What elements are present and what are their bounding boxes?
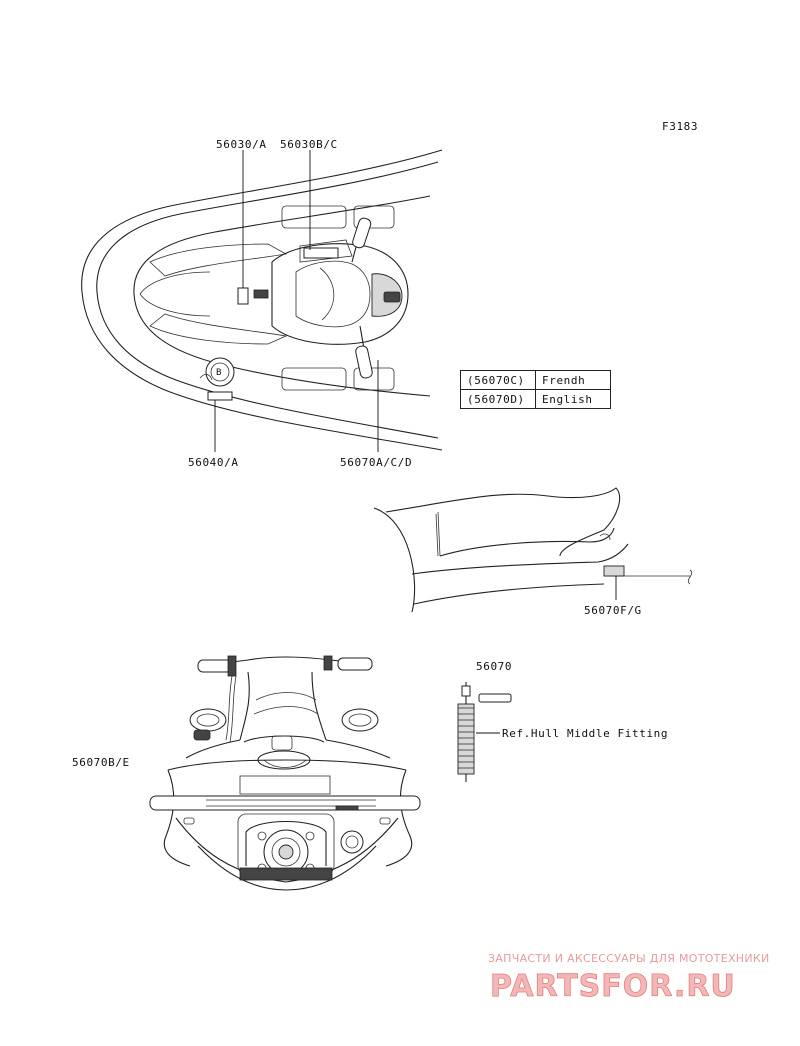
table-cell-language: Frendh — [535, 370, 611, 390]
decal-56030b — [253, 289, 269, 299]
watermark: ЗАПЧАСТИ И АКСЕССУАРЫ ДЛЯ МОТОТЕХНИКИ PA… — [488, 952, 770, 1004]
watermark-brand: PARTSFOR.RU — [490, 969, 736, 1004]
table-cell-language: English — [535, 389, 611, 409]
callout-56070be: 56070B/E — [72, 756, 130, 769]
decal-56070fg — [603, 565, 625, 577]
callout-56040a: 56040/A — [188, 456, 239, 469]
figure-code: F3183 — [662, 120, 698, 133]
language-table: (56070C) Frendh (56070D) English — [460, 370, 611, 409]
callout-56070fg: 56070F/G — [584, 604, 642, 617]
watermark-tagline: ЗАПЧАСТИ И АКСЕССУАРЫ ДЛЯ МОТОТЕХНИКИ — [488, 952, 770, 965]
table-row: (56070C) Frendh — [460, 370, 611, 390]
rear-view-craft — [149, 655, 421, 891]
decal-56030a — [237, 287, 249, 305]
decal-56030c — [303, 247, 339, 259]
side-view-seat — [373, 487, 693, 613]
callout-56030bc: 56030B/C — [280, 138, 338, 151]
table-row: (56070D) English — [460, 389, 611, 409]
callout-56070: 56070 — [476, 660, 512, 673]
callout-ref-hull: Ref.Hull Middle Fitting — [502, 727, 668, 740]
table-cell-code: (56070D) — [460, 389, 536, 409]
hull-middle-fitting — [457, 682, 512, 782]
callout-56070acd: 56070A/C/D — [340, 456, 412, 469]
callout-56030a: 56030/A — [216, 138, 267, 151]
fuel-cap: B — [199, 357, 235, 387]
decal-56040 — [207, 391, 233, 401]
decal-56070 — [478, 693, 512, 703]
top-view-hull: B — [81, 149, 443, 452]
table-cell-code: (56070C) — [460, 370, 536, 390]
svg-text:B: B — [216, 368, 221, 378]
